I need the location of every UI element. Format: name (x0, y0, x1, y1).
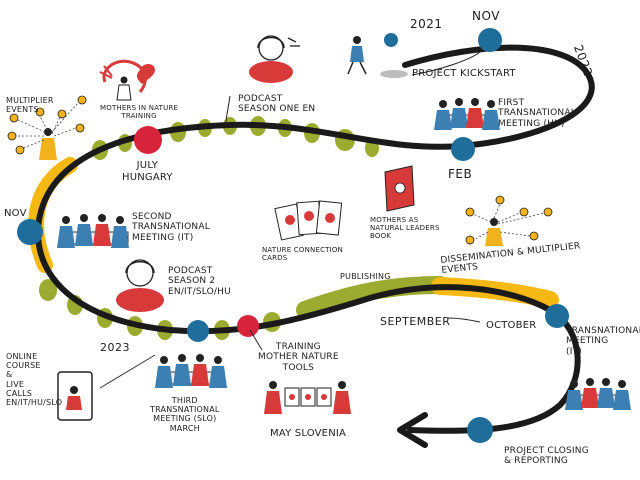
milestone-nov-left (17, 219, 43, 245)
first-meeting-label: FIRST TRANSNATIONAL MEETING (HU) (498, 98, 576, 129)
year-2021-label: 2021 (410, 17, 443, 31)
october-label: OCTOBER (486, 320, 537, 331)
book-label: MOTHERS AS NATURAL LEADERS BOOK (370, 216, 440, 241)
transnational-it-label: TRANSNATIONAL MEETING (IT) (566, 326, 640, 357)
podcast-host-icon (249, 35, 300, 83)
milestone-transnational-it (545, 304, 569, 328)
nature-cards-label: NATURE CONNECTION CARDS (262, 246, 344, 263)
training-tools-label: TRAINING MOTHER NATURE TOOLS (258, 342, 339, 373)
second-meeting-group-icon (57, 214, 129, 248)
online-course-icon (57, 354, 156, 421)
month-nov-top-label: NOV (472, 9, 500, 23)
transnational-it-group-icon (565, 378, 631, 410)
may-slovenia-label: MAY SLOVENIA (270, 428, 347, 439)
milestone-nov-2021 (478, 28, 502, 52)
milestone-july-hungary (134, 126, 162, 154)
kickstart-figure-icon (347, 33, 408, 78)
podcast-one-label: PODCAST SEASON ONE EN (238, 94, 316, 115)
third-meeting-group-icon (155, 354, 227, 388)
multiplier-events-right-icon (465, 195, 553, 246)
milestone-feb-2022 (451, 137, 475, 161)
kickstart-connector (411, 51, 481, 76)
closing-label: PROJECT CLOSING & REPORTING (504, 446, 589, 467)
third-meeting-label: THIRD TRANSNATIONAL MEETING (SLO) MARCH (150, 396, 220, 433)
timeline-path (35, 44, 595, 434)
kickstart-label: PROJECT KICKSTART (412, 68, 516, 79)
second-meeting-label: SECOND TRANSNATIONAL MEETING (IT) (132, 212, 210, 243)
mothers-training-icon (99, 59, 155, 101)
podcast-connector (225, 95, 231, 123)
september-label: SEPTEMBER (380, 315, 451, 328)
nature-cards-icon (274, 200, 343, 241)
training-tools-icon (264, 381, 351, 414)
feb-label: FEB (448, 167, 473, 181)
training-connector (249, 329, 263, 351)
july-hungary-label: JULY HUNGARY (122, 160, 173, 183)
podcast-two-label: PODCAST SEASON 2 EN/IT/SLO/HU (168, 266, 231, 297)
milestone-march-2023 (187, 320, 209, 342)
milestone-closing (467, 417, 493, 443)
mothers-training-label: MOTHERS IN NATURE TRAINING (100, 104, 179, 121)
september-october-arrow (447, 317, 481, 323)
first-meeting-group-icon (434, 98, 500, 130)
book-icon (384, 165, 415, 212)
timeline-arrowhead (397, 412, 428, 448)
year-2023-label: 2023 (100, 341, 130, 354)
nov-left-label: NOV (4, 208, 27, 219)
multiplier-left-label: MULTIPLIER EVENTS (6, 96, 54, 115)
milestone-may-slovenia (237, 315, 259, 337)
multiplier-events-left-icon (7, 95, 87, 160)
online-course-label: ONLINE COURSE & LIVE CALLS EN/IT/HU/SLO (6, 352, 63, 407)
publishing-label: PUBLISHING (340, 272, 391, 281)
podcast-two-host-icon (116, 259, 164, 312)
